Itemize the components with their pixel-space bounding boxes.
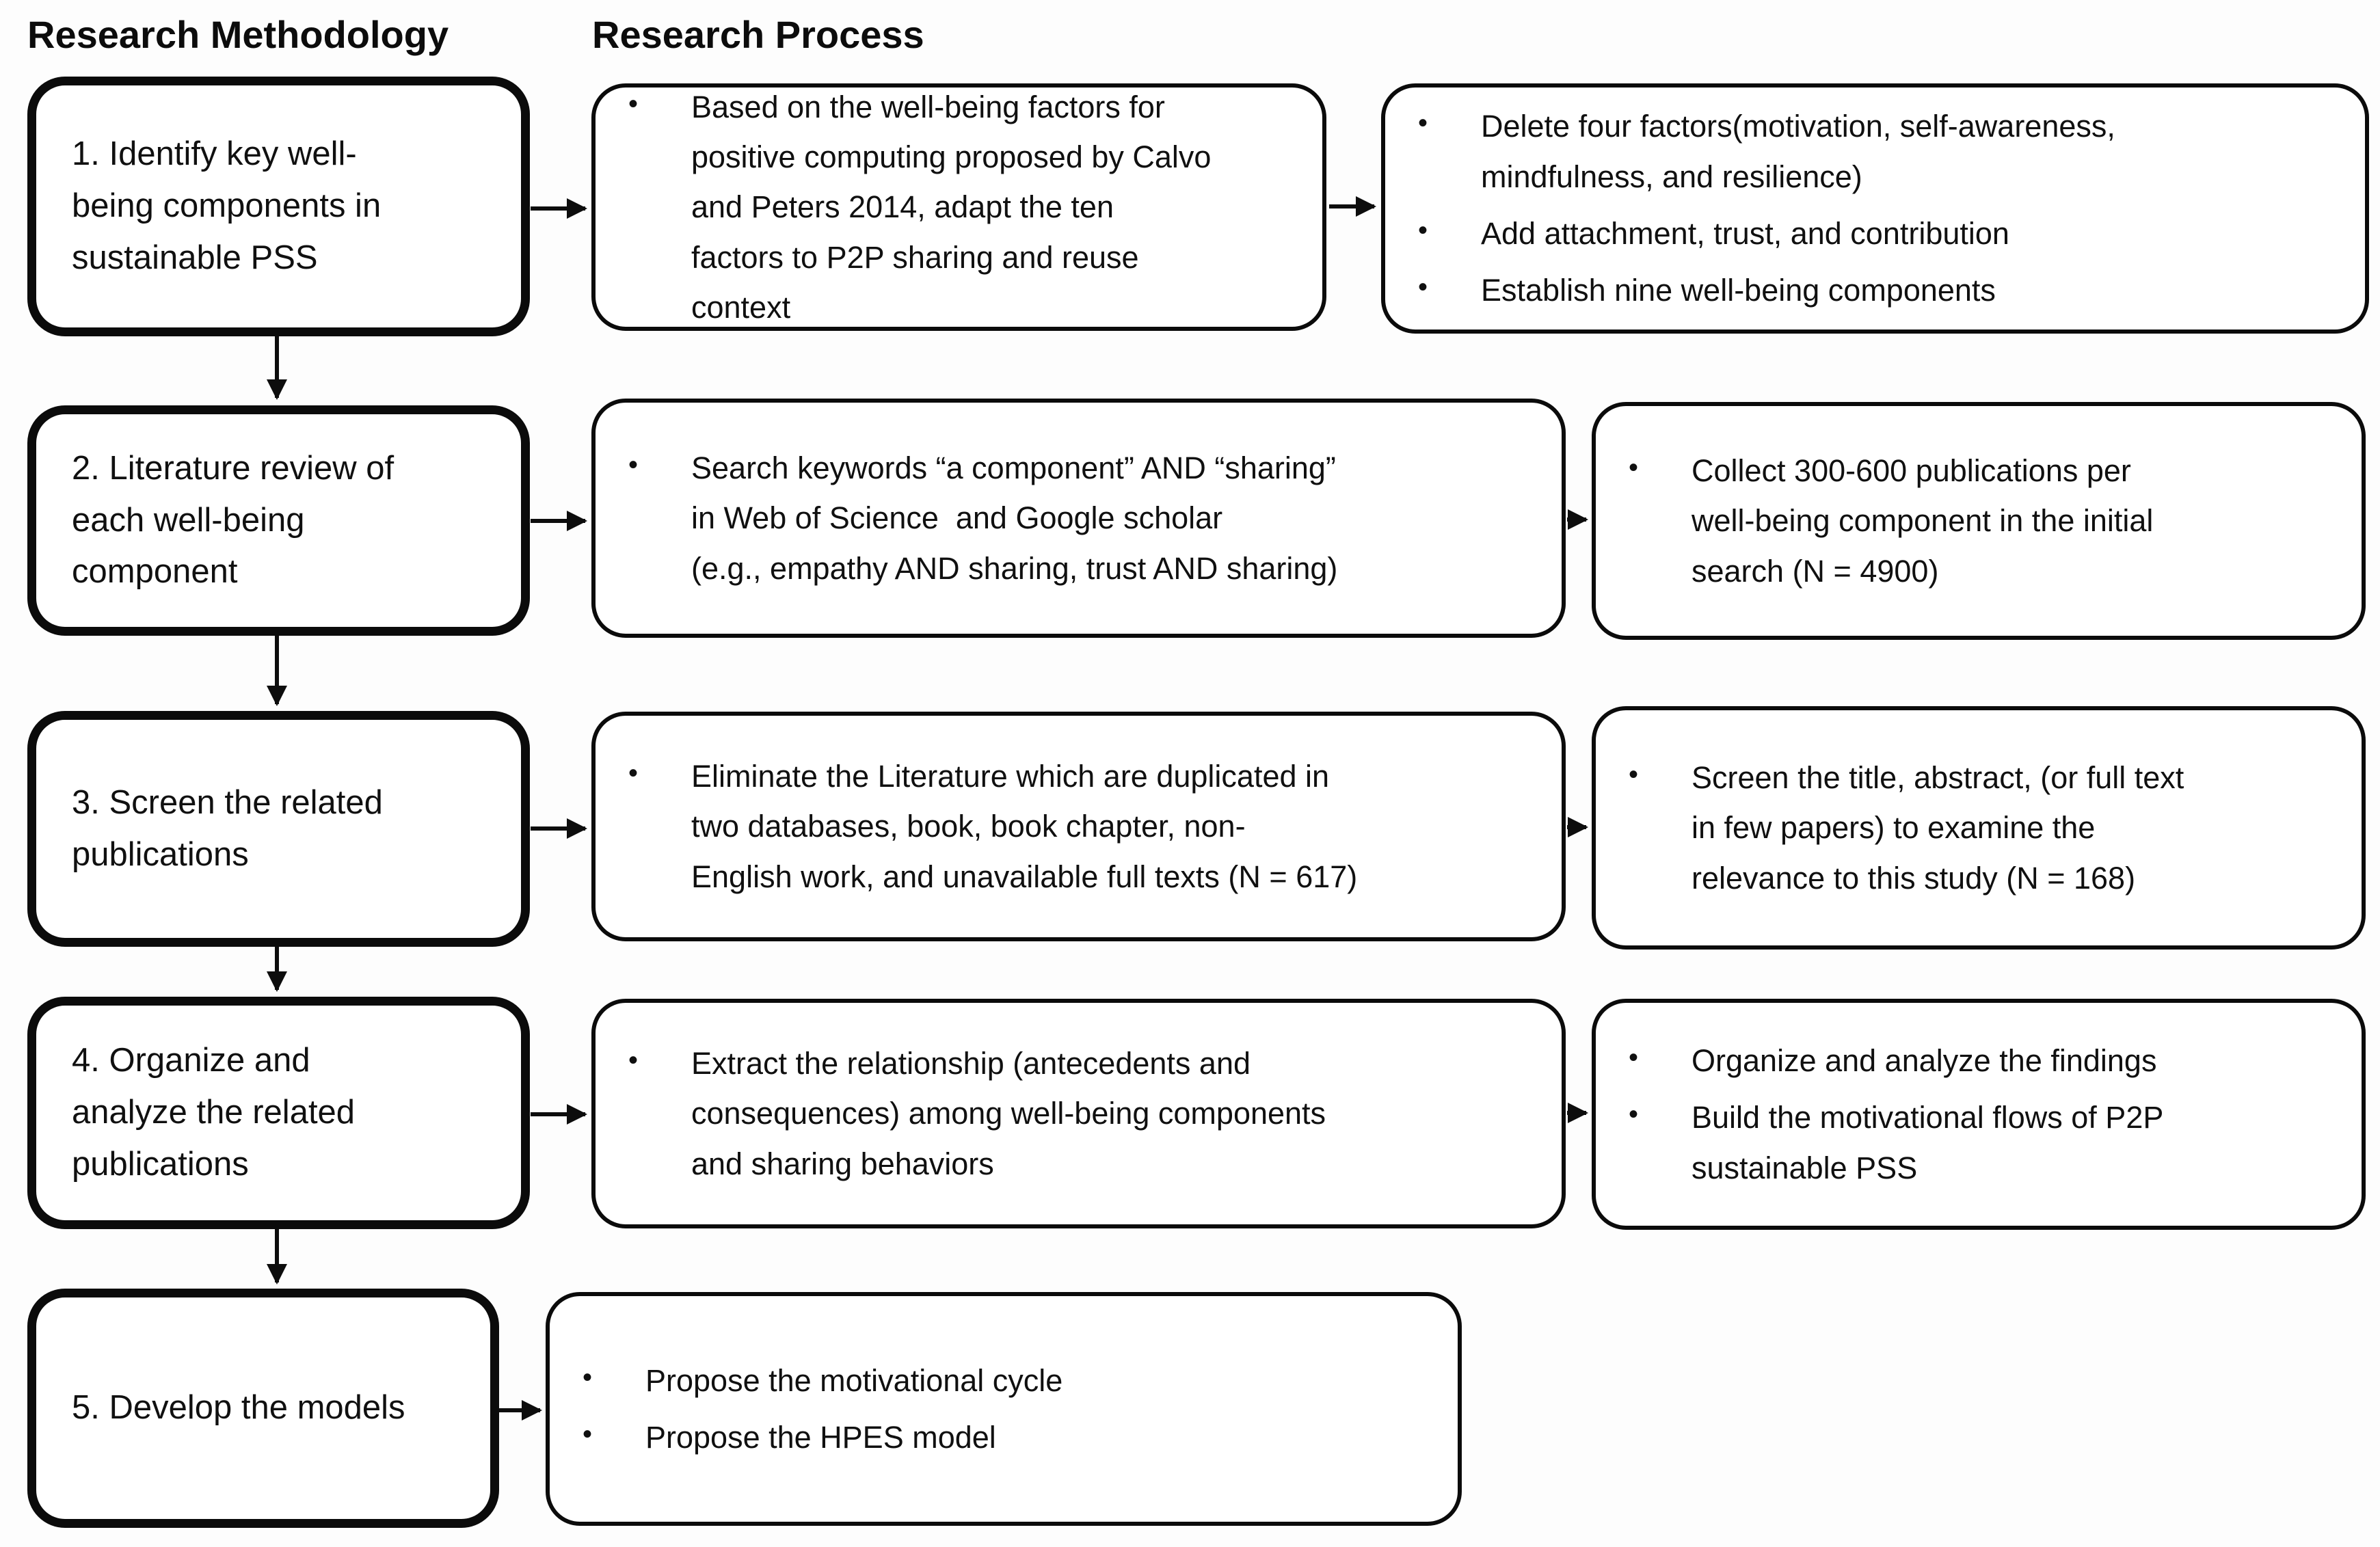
step-box-1: 1. Identify key well- being components i…	[27, 77, 530, 336]
methodology-column-title: Research Methodology	[27, 13, 449, 56]
bullet-text: Extract the relationship (antecedents an…	[691, 1045, 1326, 1181]
bullet-text: Establish nine well-being components	[1481, 273, 1996, 308]
bullet-item: • Delete four factors(motivation, self-a…	[1385, 101, 2344, 202]
bullet-item: • Extract the relationship (antecedents …	[596, 1038, 1541, 1189]
step-label: 2. Literature review of each well-being …	[72, 449, 395, 591]
process-box-1a: • Based on the well-being factors for po…	[591, 83, 1326, 331]
bullet-item: • Build the motivational flows of P2P su…	[1596, 1092, 2341, 1193]
step-label: 4. Organize and analyze the related publ…	[72, 1042, 356, 1183]
bullet-icon: •	[628, 757, 639, 788]
bullet-item: • Establish nine well-being components	[1385, 265, 2344, 315]
process-box-1b: • Delete four factors(motivation, self-a…	[1381, 83, 2369, 334]
process-box-2b: • Collect 300-600 publications per well-…	[1592, 402, 2366, 640]
bullet-icon: •	[1629, 1099, 1639, 1130]
bullet-icon: •	[583, 1419, 593, 1449]
bullet-text: Collect 300-600 publications per well-be…	[1692, 453, 2154, 589]
step-box-5: 5. Develop the models	[27, 1289, 499, 1528]
bullet-text: Add attachment, trust, and contribution	[1481, 216, 2009, 251]
process-column-title: Research Process	[592, 13, 924, 56]
bullet-text: Build the motivational flows of P2P sust…	[1692, 1100, 2164, 1185]
process-box-3b: • Screen the title, abstract, (or full t…	[1592, 706, 2366, 950]
bullet-item: • Based on the well-being factors for po…	[596, 82, 1302, 333]
process-box-3a: • Eliminate the Literature which are dup…	[591, 712, 1566, 941]
process-box-4b: • Organize and analyze the findings • Bu…	[1592, 999, 2366, 1230]
bullet-text: Eliminate the Literature which are dupli…	[691, 758, 1358, 894]
step-box-3: 3. Screen the related publications	[27, 711, 530, 947]
bullet-text: Organize and analyze the findings	[1692, 1042, 2157, 1078]
bullet-icon: •	[628, 449, 639, 480]
bullet-item: • Add attachment, trust, and contributio…	[1385, 208, 2344, 258]
bullet-icon: •	[1418, 215, 1428, 245]
bullet-icon: •	[1629, 452, 1639, 483]
bullet-text: Delete four factors(motivation, self-awa…	[1481, 109, 2115, 194]
bullet-item: • Eliminate the Literature which are dup…	[596, 751, 1541, 902]
step-label: 5. Develop the models	[72, 1389, 405, 1427]
bullet-icon: •	[583, 1362, 593, 1393]
bullet-item: • Propose the motivational cycle	[550, 1356, 1437, 1405]
step-label: 1. Identify key well- being components i…	[72, 135, 382, 276]
bullet-text: Search keywords “a component” AND “shari…	[691, 450, 1338, 586]
bullet-item: • Screen the title, abstract, (or full t…	[1596, 753, 2341, 903]
process-box-4a: • Extract the relationship (antecedents …	[591, 999, 1566, 1228]
step-box-2: 2. Literature review of each well-being …	[27, 405, 530, 636]
bullet-item: • Collect 300-600 publications per well-…	[1596, 446, 2341, 596]
bullet-icon: •	[1418, 272, 1428, 303]
bullet-item: • Propose the HPES model	[550, 1412, 1437, 1462]
bullet-icon: •	[1629, 759, 1639, 790]
bullet-text: Propose the motivational cycle	[645, 1362, 1063, 1398]
step-label: 3. Screen the related publications	[72, 783, 383, 873]
bullet-icon: •	[628, 1045, 639, 1075]
step-box-4: 4. Organize and analyze the related publ…	[27, 997, 530, 1229]
bullet-item: • Search keywords “a component” AND “sha…	[596, 443, 1541, 593]
process-box-5a: • Propose the motivational cycle • Propo…	[546, 1292, 1462, 1526]
bullet-item: • Organize and analyze the findings	[1596, 1036, 2341, 1086]
bullet-icon: •	[1629, 1042, 1639, 1073]
bullet-icon: •	[1418, 108, 1428, 139]
bullet-icon: •	[628, 88, 639, 119]
process-box-2a: • Search keywords “a component” AND “sha…	[591, 399, 1566, 638]
bullet-text: Propose the HPES model	[645, 1420, 996, 1455]
bullet-text: Based on the well-being factors for posi…	[691, 89, 1212, 325]
bullet-text: Screen the title, abstract, (or full tex…	[1692, 759, 2184, 896]
